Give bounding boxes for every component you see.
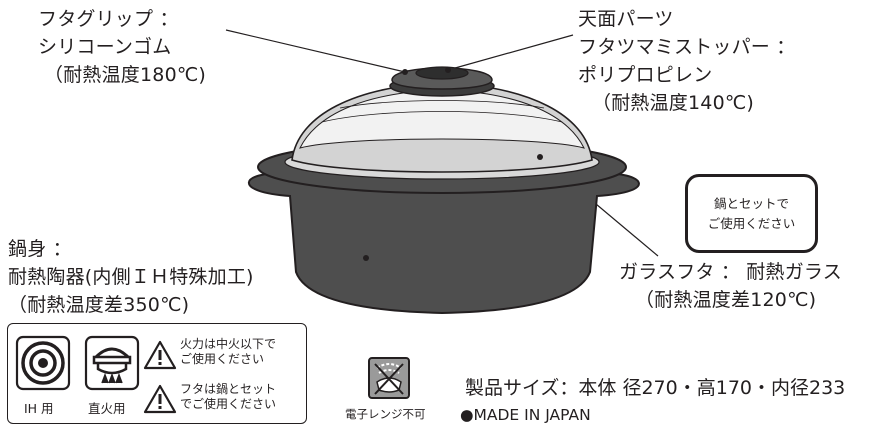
usage-icons-box	[7, 323, 307, 424]
label-pot-body-line2: 耐熱陶器(内側ＩＨ特殊加工)	[8, 266, 254, 288]
warning-icon-lid	[143, 384, 177, 414]
product-size-spec: 製品サイズ：本体 径270・高170・内径233	[465, 377, 846, 399]
label-glass-lid-line1: ガラスフタ ： 耐熱ガラス	[619, 261, 842, 283]
label-pot-body-line1: 鍋身 ：	[8, 238, 72, 260]
warning-icon-heat	[143, 340, 177, 370]
leader-lid-grip	[225, 29, 406, 73]
label-top-parts-line4: （耐熱温度140℃)	[592, 92, 755, 114]
label-lid-grip-line1: フタグリップ ：	[38, 8, 179, 30]
label-lid-grip: フタグリップ ： シリコーンゴム （耐熱温度180℃)	[38, 5, 206, 89]
ih-icon	[15, 335, 71, 391]
pot-body	[247, 171, 640, 315]
label-pot-body-line3: （耐熱温度差350℃)	[8, 294, 190, 316]
no-microwave-caption: 電子レンジ不可	[345, 407, 426, 421]
warning-heat-text: 火力は中火以下で ご使用ください	[180, 337, 276, 367]
label-top-parts-line1: 天面パーツ	[578, 8, 674, 30]
warning-lid-line2: でご使用ください	[180, 397, 277, 411]
badge-line2: ご使用ください	[707, 215, 796, 231]
glass-lid-highlight	[299, 89, 585, 149]
label-lid-grip-line3: （耐熱温度180℃)	[44, 64, 207, 86]
warning-lid-line1: フタは鍋とセット	[180, 382, 277, 396]
label-top-parts: 天面パーツ フタツマミストッパー ： ポリプロピレン （耐熱温度140℃)	[578, 5, 795, 117]
label-top-parts-line2: フタツマミストッパー ：	[578, 36, 796, 58]
use-with-pot-badge: 鍋とセットで ご使用ください	[685, 174, 818, 253]
badge-line1: 鍋とセットで	[713, 195, 789, 211]
ih-caption: IH 用	[24, 401, 54, 416]
gas-flame-icon	[84, 335, 140, 391]
label-glass-lid: ガラスフタ ： 耐熱ガラス （耐熱温度差120℃)	[619, 258, 842, 314]
warning-heat-line2: ご使用ください	[180, 352, 265, 366]
leader-top-parts	[447, 34, 574, 71]
made-in-japan: ●MADE IN JAPAN	[460, 406, 591, 424]
warning-heat-line1: 火力は中火以下で	[180, 337, 277, 351]
label-lid-grip-line2: シリコーンゴム	[38, 36, 172, 58]
label-glass-lid-line2: （耐熱温度差120℃)	[635, 289, 817, 311]
gas-caption: 直火用	[88, 401, 126, 416]
label-pot-body: 鍋身 ： 耐熱陶器(内側ＩＨ特殊加工) （耐熱温度差350℃)	[8, 235, 254, 319]
no-microwave-icon	[368, 357, 410, 399]
label-top-parts-line3: ポリプロピレン	[578, 64, 713, 86]
warning-lid-text: フタは鍋とセット でご使用ください	[180, 382, 276, 412]
